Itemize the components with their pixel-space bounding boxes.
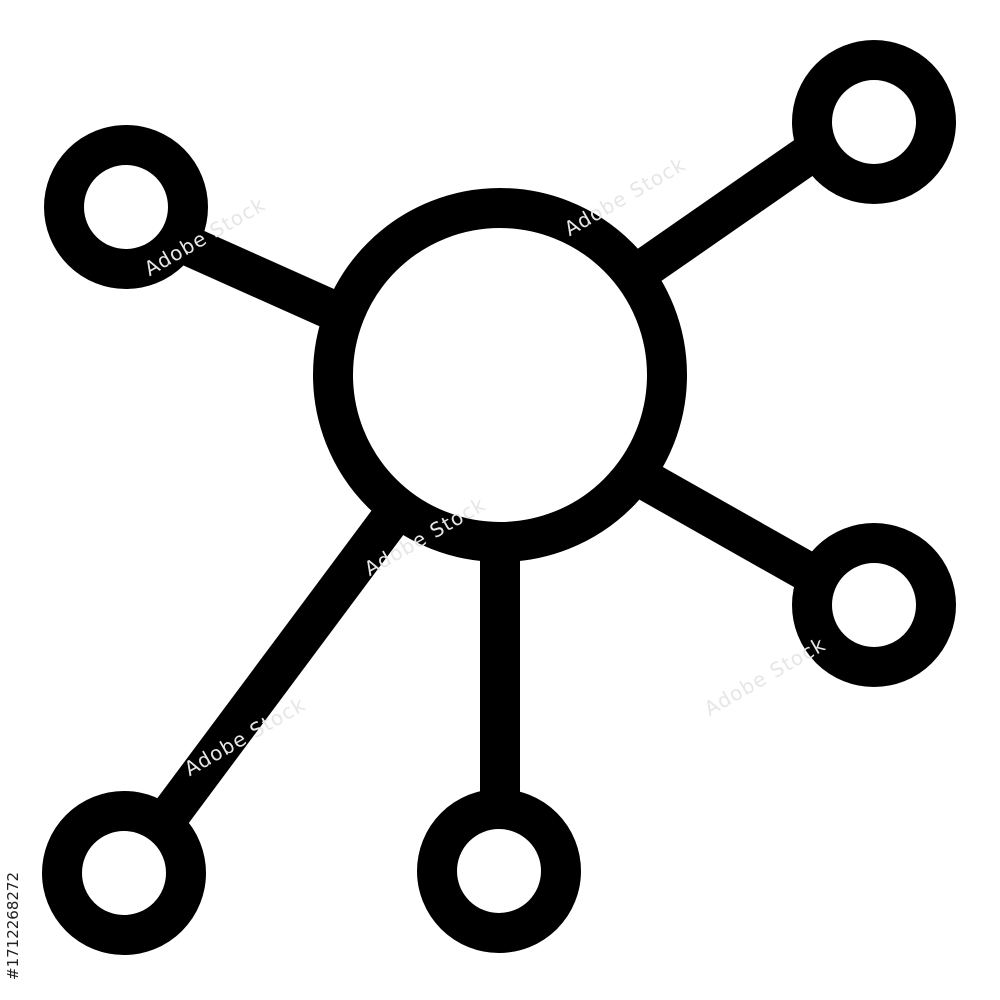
stock-id-label: #171226827​2 <box>4 871 22 980</box>
connector-right <box>630 459 832 598</box>
center-node <box>313 188 687 562</box>
right-node <box>792 523 956 687</box>
top-left-node <box>44 125 208 289</box>
top-right-node <box>792 40 956 204</box>
connector-bottom-left <box>155 510 405 824</box>
connector-top-right <box>633 135 824 285</box>
connector-top-left <box>171 223 341 329</box>
bottom-center-node <box>417 789 581 953</box>
bottom-left-node <box>42 791 206 955</box>
